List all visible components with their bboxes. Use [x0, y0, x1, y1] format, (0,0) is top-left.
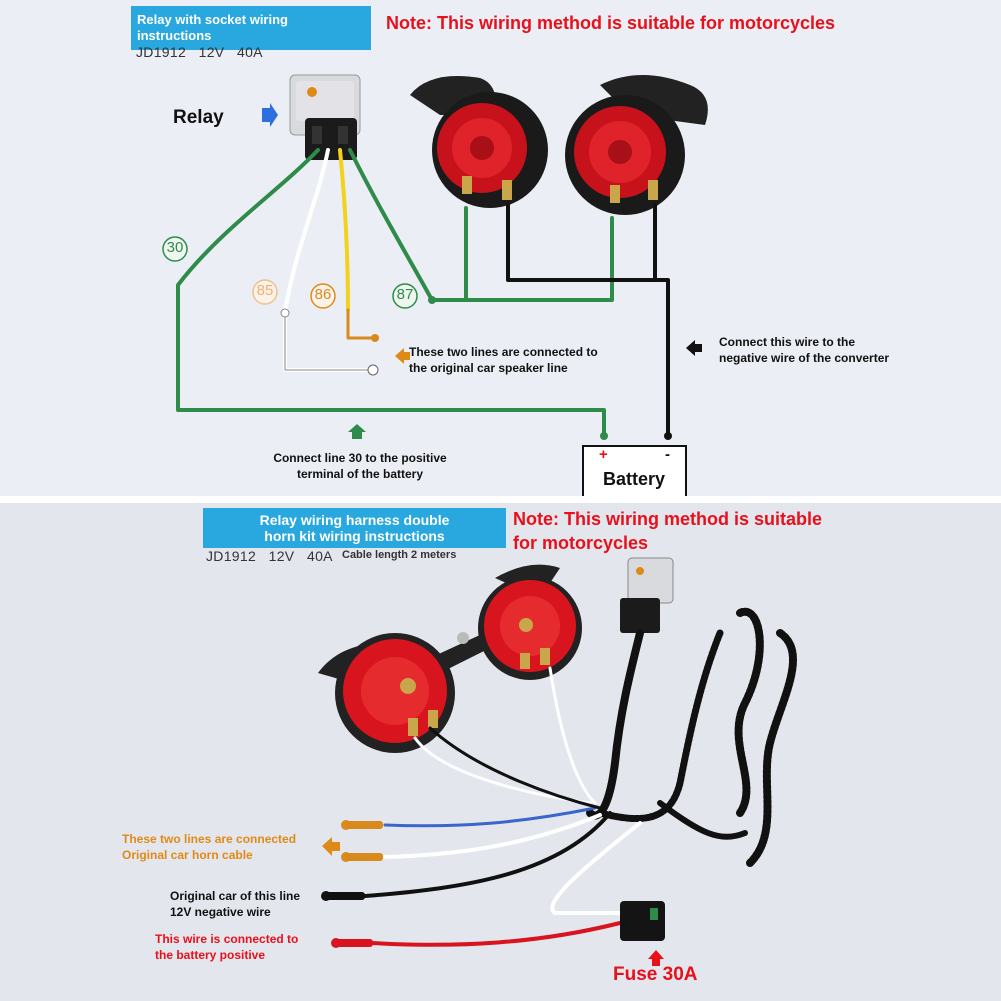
harness-kit-title-1: Relay wiring harness double	[259, 512, 450, 528]
converter-note-1: Connect this wire to the	[719, 335, 856, 349]
lead-red-wire	[370, 921, 622, 947]
relay-socket-title-badge: Relay with socket wiring instructions	[131, 6, 371, 50]
horn-left-image	[410, 76, 548, 208]
pin-87-circle	[392, 283, 418, 309]
horn-cable-note-2: Original car horn cable	[122, 848, 253, 862]
arrow-up-green-icon	[348, 424, 366, 439]
relay-socket-panel: Relay with socket wiring instructions No…	[0, 0, 1001, 496]
speaker-line-note-2: the original car speaker line	[409, 361, 568, 375]
pin-86-label: 86	[314, 286, 332, 303]
harness-kit-diagram	[318, 557, 797, 966]
horn-right-image	[565, 75, 708, 215]
converter-note-2: negative wire of the converter	[719, 351, 890, 365]
wire-terminals	[321, 820, 383, 948]
wire-harness	[586, 607, 797, 867]
arrow-left-orange-icon	[395, 348, 410, 364]
wire-86-yellow	[338, 148, 350, 312]
arrow-right-icon	[262, 103, 278, 127]
fuse-holder-image	[620, 901, 665, 941]
positive-wire-note-1: This wire is connected to	[155, 932, 299, 946]
line30-note-1: Connect line 30 to the positive	[273, 451, 447, 465]
arrow-up-red-icon	[648, 950, 664, 966]
harness-kit-title-2: horn kit wiring instructions	[264, 528, 445, 544]
arrow-left-orange-icon	[322, 837, 340, 856]
line30-note-2: terminal of the battery	[296, 467, 424, 481]
harness-kit-note-2: for motorcycles	[513, 533, 649, 553]
speaker-line-note: These two lines are connected to the ori…	[409, 344, 669, 376]
harness-relay-image	[620, 557, 674, 633]
horn-left-image	[318, 633, 455, 753]
lead-white-wire	[383, 813, 602, 859]
negative-wire-note: Original car of this line 12V negative w…	[170, 888, 330, 920]
pin-87-label: 87	[396, 286, 414, 303]
relay-image	[289, 74, 361, 160]
negative-wire-note-2: 12V negative wire	[170, 905, 271, 919]
positive-wire-note: This wire is connected to the battery po…	[155, 931, 335, 963]
speaker-line-note-1: These two lines are connected to	[409, 345, 598, 359]
horn-cable-note-1: These two lines are connected	[122, 832, 297, 846]
battery-minus: -	[665, 446, 670, 463]
lead-black-wire	[363, 811, 612, 898]
harness-kit-panel: Relay wiring harness double horn kit wir…	[0, 503, 1001, 1001]
fuse-label: Fuse 30A	[613, 964, 698, 985]
relay-socket-note: Note: This wiring method is suitable for…	[386, 13, 836, 33]
pin-85-circle	[252, 279, 278, 305]
wire-negative-black	[506, 203, 670, 438]
pin-86-circle	[310, 283, 336, 309]
relay-label: Relay	[173, 107, 224, 128]
line30-note: Connect line 30 to the positive terminal…	[240, 450, 480, 482]
battery-box	[582, 445, 687, 496]
lead-wires	[363, 666, 642, 947]
pin-85-label: 85	[256, 282, 274, 299]
cable-length-label: Cable length 2 meters	[342, 549, 457, 561]
battery-plus: +	[599, 446, 608, 463]
relay-socket-wiring-diagram	[162, 74, 708, 496]
horn-cable-note: These two lines are connected Original c…	[122, 831, 332, 863]
lead-white-fuse-wire	[550, 821, 642, 915]
converter-note: Connect this wire to the negative wire o…	[719, 334, 959, 366]
panel-divider	[0, 496, 1001, 503]
wire-30-green	[176, 148, 606, 438]
harness-kit-title-badge: Relay wiring harness double horn kit wir…	[203, 508, 506, 548]
relay-socket-spec: JD1912 12V 40A	[136, 44, 263, 60]
horn-right-image	[478, 564, 582, 680]
positive-wire-note-2: the battery positive	[155, 948, 266, 962]
lead-blue-wire	[383, 806, 597, 828]
harness-kit-note-1: Note: This wiring method is suitable	[513, 509, 823, 529]
harness-kit-note: Note: This wiring method is suitable for…	[513, 507, 933, 555]
pin-30-circle	[162, 236, 188, 262]
battery-label: Battery	[603, 469, 666, 489]
pin-30-label: 30	[166, 239, 184, 256]
negative-wire-note-1: Original car of this line	[170, 889, 301, 903]
arrow-left-black-icon	[686, 340, 702, 356]
harness-kit-spec: JD1912 12V 40A	[206, 548, 333, 564]
